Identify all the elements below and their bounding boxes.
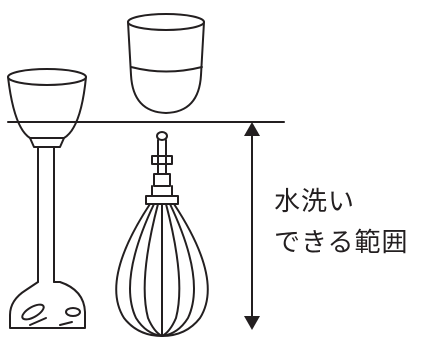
whisk-attachment [115,131,209,337]
washable-range-label-line1: 水洗い [274,187,356,217]
measuring-cup [127,13,205,114]
range-arrow [244,122,260,330]
washable-range-label-line2: できる範囲 [274,228,409,258]
blender-shaft-attachment [7,68,87,329]
